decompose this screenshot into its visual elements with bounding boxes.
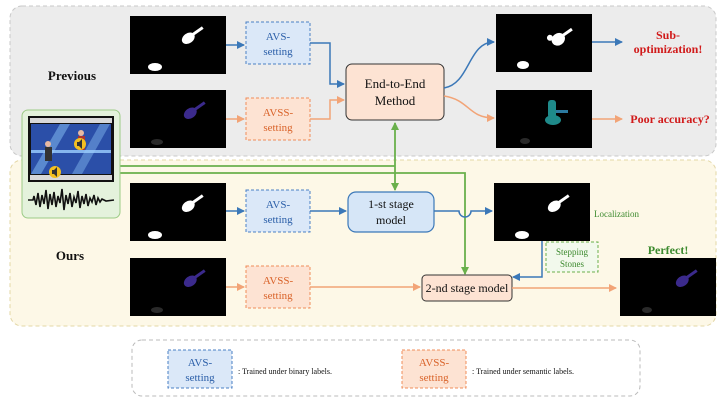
input-video-audio-card	[21, 109, 121, 219]
prev-avs-line1: AVS-	[266, 31, 291, 43]
stepping-line2: Stones	[560, 259, 585, 269]
legend-avss-note: : Trained under semantic labels.	[472, 367, 574, 376]
legend-avss-line2: setting	[419, 372, 449, 384]
legend-avs-box	[167, 349, 233, 389]
previous-label: Previous	[48, 68, 96, 83]
sub-optimization-line2: optimization!	[634, 42, 703, 56]
end-to-end-method-box	[345, 63, 445, 121]
final-output-thumbnail	[620, 258, 716, 316]
localization-label: Localization	[594, 209, 639, 219]
prev-avss-line1: AVSS-	[263, 107, 294, 119]
ours-avs-setting-box	[245, 189, 311, 233]
ours-label: Ours	[56, 248, 84, 263]
arrow-avss-to-e2e	[310, 96, 345, 120]
e2e-line2: Method	[375, 93, 416, 108]
e2e-line1: End-to-End	[365, 76, 426, 91]
prev-avs-mask-thumbnail	[130, 16, 226, 74]
prev-avs-output-thumbnail	[496, 14, 592, 72]
sub-optimization-line1: Sub-	[656, 28, 680, 42]
ours-avs-mask-thumbnail	[130, 183, 226, 241]
stepping-stones-box	[545, 241, 599, 273]
stepping-line1: Stepping	[556, 247, 589, 257]
prev-avss-mask-thumbnail	[130, 90, 226, 148]
legend-avs-line1: AVS-	[188, 357, 213, 369]
legend-avs-line2: setting	[185, 372, 215, 384]
legend-box	[131, 339, 641, 397]
legend-avs-note: : Trained under binary labels.	[238, 367, 332, 376]
legend-avss-box	[401, 349, 467, 389]
ours-avss-line2: setting	[263, 290, 293, 302]
poor-accuracy-label: Poor accuracy?	[630, 112, 709, 126]
second-stage-label: 2-nd stage model	[426, 281, 509, 295]
perfect-label: Perfect!	[648, 243, 689, 257]
ours-avss-mask-thumbnail	[130, 258, 226, 316]
first-stage-model-box	[347, 191, 435, 233]
ours-avs-line1: AVS-	[266, 199, 291, 211]
localization-output-thumbnail	[494, 183, 590, 241]
first-stage-line2: model	[376, 213, 407, 227]
prev-avs-line2: setting	[263, 46, 293, 58]
arrow-input-to-second-stage	[120, 172, 469, 275]
speaker-icon-2	[49, 166, 61, 178]
arrow-e2e-to-avss-out	[443, 95, 495, 122]
arrow-localization-to-second-stage	[512, 241, 543, 281]
ours-avss-setting-box	[245, 265, 311, 309]
audio-waveform-icon	[28, 188, 115, 211]
speaker-icon	[74, 138, 86, 150]
arrow-first-stage-to-localization	[434, 207, 493, 218]
ours-avss-line1: AVSS-	[263, 275, 294, 287]
legend-avss-line1: AVSS-	[419, 357, 450, 369]
ours-avs-line2: setting	[263, 214, 293, 226]
prev-avss-line2: setting	[263, 122, 293, 134]
arrow-e2e-to-avs-out	[443, 38, 495, 89]
prev-avss-output-thumbnail	[496, 90, 592, 148]
arrow-avs-to-e2e	[310, 42, 345, 88]
prev-avss-setting-box	[245, 97, 311, 141]
first-stage-line1: 1-st stage	[368, 197, 414, 211]
